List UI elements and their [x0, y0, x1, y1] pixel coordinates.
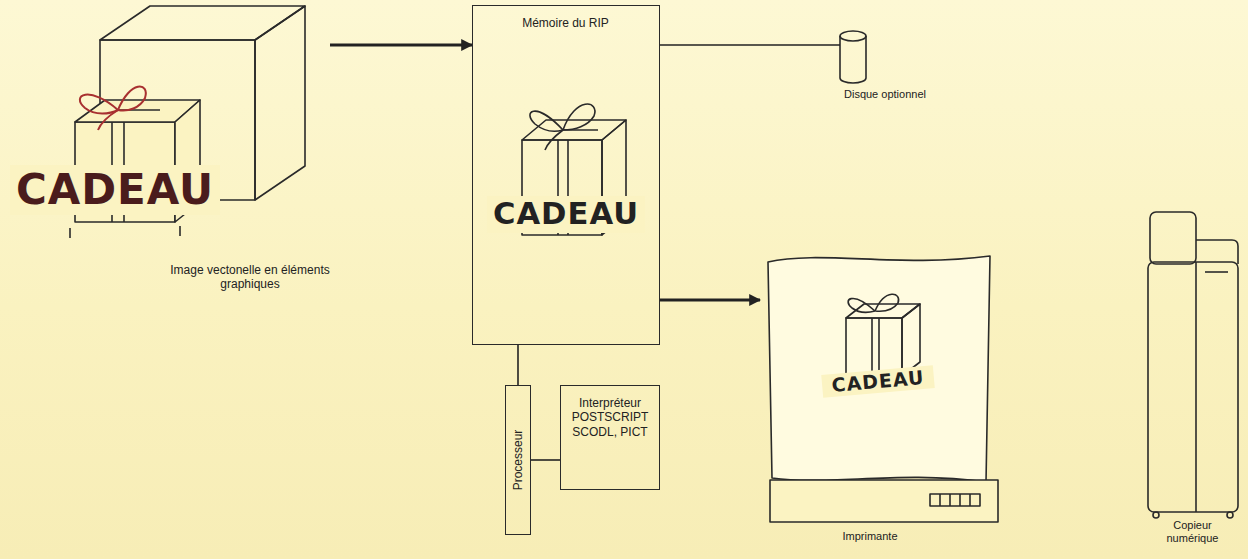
printer-node: CADEAU Imprimante: [760, 250, 1000, 554]
processor-label: Processeur: [511, 430, 525, 491]
image-word: CADEAU: [10, 165, 220, 215]
vector-image: CADEAUImage vectonelle en éléments graph…: [10, 5, 330, 310]
disk-cylinder: [840, 31, 866, 83]
connector: [660, 299, 760, 302]
memory-box: Mémoire du RIP CADEAU: [472, 5, 660, 345]
memory-word: CADEAU: [487, 196, 645, 233]
printer-panel: [930, 494, 980, 506]
connector: [660, 44, 840, 46]
cube-side: [255, 6, 305, 200]
print-word: CADEAU: [821, 365, 935, 397]
processor-box: Processeur: [505, 385, 531, 535]
printer-label: Imprimante: [810, 530, 930, 543]
disk-node: Disque optionnel: [840, 28, 970, 112]
connector: [330, 44, 472, 47]
copier-label: Copieur numérique: [1150, 519, 1235, 545]
copier-node: Copieur numérique: [1140, 205, 1245, 557]
interpreter-label: Interpréteur POSTSCRIPT SCODL, PICT: [565, 396, 655, 439]
interpreter-box: Interpréteur POSTSCRIPT SCODL, PICT: [560, 385, 660, 490]
disk-label: Disque optionnel: [844, 88, 970, 101]
connector: [531, 459, 560, 461]
cube-top: [100, 6, 305, 40]
printer-paper: [768, 256, 990, 482]
memory-title: Mémoire du RIP: [473, 16, 658, 30]
gift-print: [846, 294, 920, 376]
printer-body: [770, 480, 998, 522]
copier: [1148, 212, 1238, 518]
image-caption: Image vectonelle en éléments graphiques: [165, 263, 335, 292]
connector: [517, 345, 519, 385]
